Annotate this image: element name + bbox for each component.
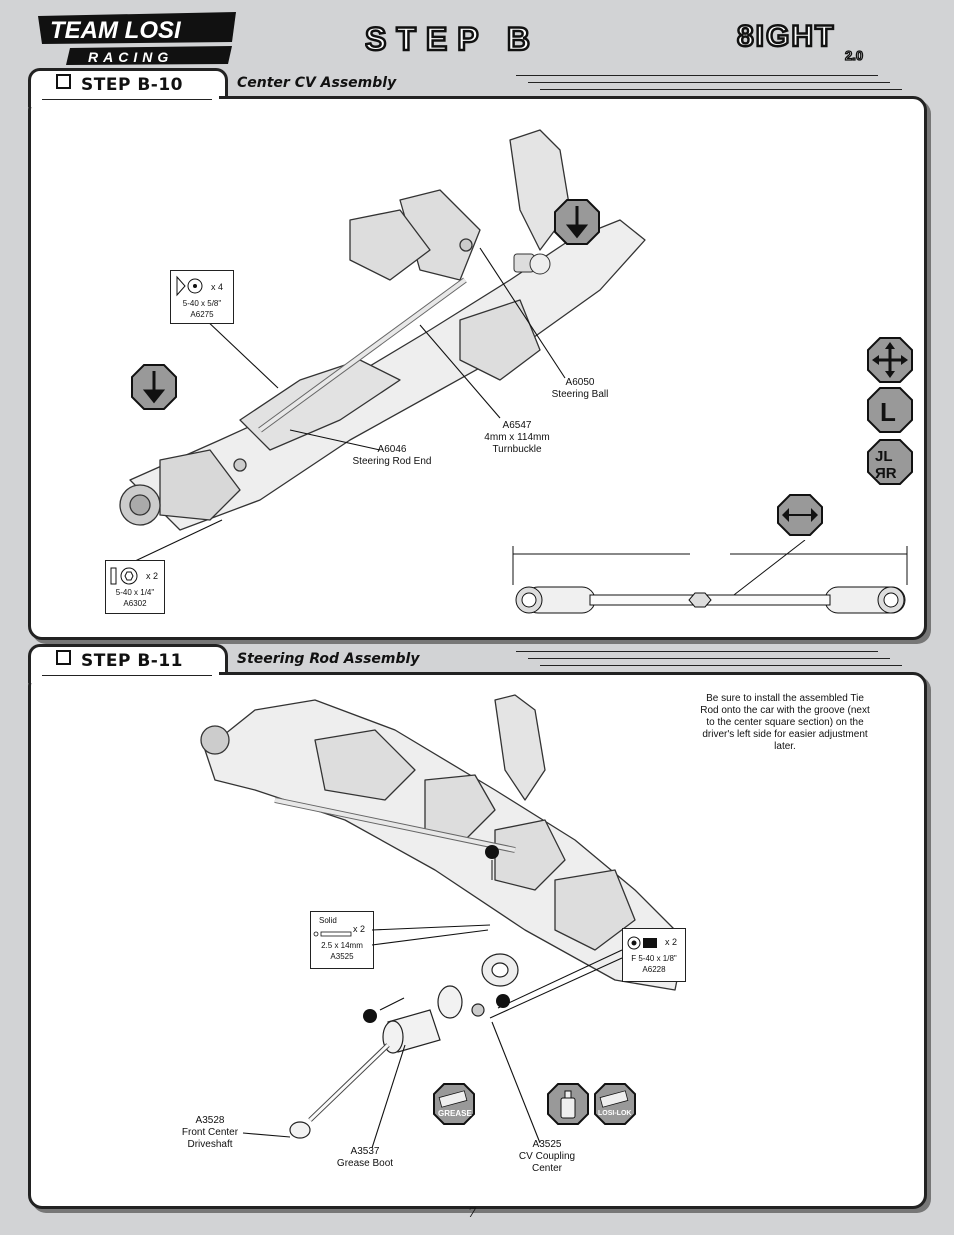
callout-name: Steering Rod End xyxy=(352,456,432,467)
model-version-text: 2.0 xyxy=(845,48,863,63)
callout-name: Driveshaft xyxy=(187,1139,233,1150)
step-b10-tab-mask xyxy=(31,71,219,107)
step-b11-label-text: STEP B-11 xyxy=(81,651,184,671)
flat-head-screw-icon xyxy=(176,275,203,297)
hardware-spec: 2.5 x 14mm xyxy=(321,941,363,950)
losi-lok-icon: LOSI-LOK xyxy=(594,1083,636,1125)
hardware-part: A6275 xyxy=(190,310,214,319)
hardware-box-a6302: x 2 5-40 x 1/4" A6302 xyxy=(105,560,165,614)
step-b10-chassis-diagram xyxy=(119,129,646,531)
button-head-screw-icon xyxy=(110,567,138,585)
assembly-note: Be sure to install the assembled Tie Rod… xyxy=(700,693,870,752)
hardware-spec: F 5-40 x 1/8" xyxy=(631,954,677,963)
hardware-type: Solid xyxy=(319,916,337,925)
callout-part: A6046 xyxy=(377,444,407,455)
callout-name: Turnbuckle xyxy=(492,444,542,455)
callout-name: 4mm x 114mm xyxy=(484,432,550,443)
svg-text:ЯR: ЯR xyxy=(875,465,897,482)
callout-a3537: A3537 Grease Boot xyxy=(330,1146,400,1170)
step-b11-underline xyxy=(42,675,212,676)
callout-a6046: A6046 Steering Rod End xyxy=(345,444,439,468)
eight-logo: 8IGHT 2.0 xyxy=(736,19,864,64)
hardware-spec: 5-40 x 1/4" xyxy=(115,588,155,597)
brand-text: TEAM LOSI xyxy=(50,17,182,44)
hardware-qty: x 2 xyxy=(665,937,678,947)
step-b11-panel xyxy=(28,672,927,1209)
callout-name: Grease Boot xyxy=(336,1158,394,1169)
step-b10-underline xyxy=(42,99,212,100)
page-number: 7 xyxy=(468,1206,477,1221)
callout-part: A3525 xyxy=(532,1139,562,1150)
step-b10-rule-1 xyxy=(516,75,878,76)
step-b10-checkbox[interactable] xyxy=(56,74,71,89)
callout-name: Steering Ball xyxy=(551,389,609,400)
callout-part: A3528 xyxy=(195,1115,225,1126)
grease-badge-text: GREASE xyxy=(438,1109,472,1118)
svg-text:JL: JL xyxy=(875,448,893,465)
step-b11-chassis-diagram xyxy=(200,694,686,991)
step-b10-label-text: STEP B-10 xyxy=(81,75,184,95)
svg-text:L: L xyxy=(880,397,896,427)
pin-icon xyxy=(313,931,352,937)
callout-part: A6050 xyxy=(565,377,595,388)
hardware-box-a6275: x 4 5-40 x 5/8" A6275 xyxy=(170,270,234,324)
step-b10-subtitle: Center CV Assembly xyxy=(237,75,397,91)
step-title-text: STEP B xyxy=(365,22,540,56)
hardware-part: A6302 xyxy=(123,599,147,608)
down-arrow-icon xyxy=(131,364,177,410)
callout-a6547: A6547 4mm x 114mm Turnbuckle xyxy=(475,420,559,456)
step-b11-rule-3 xyxy=(540,665,902,666)
hardware-qty: x 2 xyxy=(146,571,159,581)
callout-name: Center xyxy=(531,1163,562,1174)
step-b11-rule-2 xyxy=(528,658,890,659)
callout-part: A3537 xyxy=(350,1146,380,1157)
callout-name: CV Coupling xyxy=(518,1151,576,1162)
move-icon xyxy=(867,337,913,383)
step-b11-rule-1 xyxy=(516,651,878,652)
step-b10-rule-3 xyxy=(540,89,902,90)
hardware-part: A6228 xyxy=(642,965,666,974)
brand-sub-text: RACING xyxy=(88,49,173,65)
set-screw-icon xyxy=(627,936,657,950)
step-b10-label: STEP B-10 xyxy=(56,74,183,95)
step-title: STEP B xyxy=(365,22,540,56)
step-b11-subtitle: Steering Rod Assembly xyxy=(237,651,420,667)
left-icon: L xyxy=(867,387,913,433)
callout-a3528: A3528 Front Center Driveshaft xyxy=(175,1115,245,1151)
team-losi-logo: TEAM LOSI RACING xyxy=(38,12,236,65)
hardware-qty: x 2 xyxy=(353,924,366,934)
adjust-length-icon xyxy=(777,494,823,536)
callout-a6050: A6050 Steering Ball xyxy=(545,377,615,401)
steering-ball-part xyxy=(513,253,551,275)
step-b11-tab-mask xyxy=(31,647,219,683)
callout-part: A6547 xyxy=(502,420,532,431)
step-b11-label: STEP B-11 xyxy=(56,650,183,671)
grease-icon: GREASE xyxy=(433,1083,475,1125)
step-b11-checkbox[interactable] xyxy=(56,650,71,665)
callout-a3525: A3525 CV Coupling Center xyxy=(512,1139,582,1175)
turnbuckle-diagram xyxy=(512,540,908,614)
center-driveshaft-diagram xyxy=(289,953,519,1139)
losi-lok-badge-text: LOSI-LOK xyxy=(598,1110,631,1117)
hardware-part: A3525 xyxy=(330,952,354,961)
hardware-qty: x 4 xyxy=(211,282,224,292)
thread-lock-bottle-icon xyxy=(547,1083,589,1125)
hardware-spec: 5-40 x 5/8" xyxy=(182,299,222,308)
callout-name: Front Center xyxy=(181,1127,239,1138)
hardware-box-a6228: x 2 F 5-40 x 1/8" A6228 xyxy=(622,928,686,982)
step-b10-panel xyxy=(28,96,927,640)
down-arrow-icon xyxy=(554,199,600,245)
hardware-box-a3525: Solid x 2 2.5 x 14mm A3525 xyxy=(310,911,374,969)
step-b10-rule-2 xyxy=(528,82,890,83)
model-text: 8IGHT xyxy=(737,20,835,53)
